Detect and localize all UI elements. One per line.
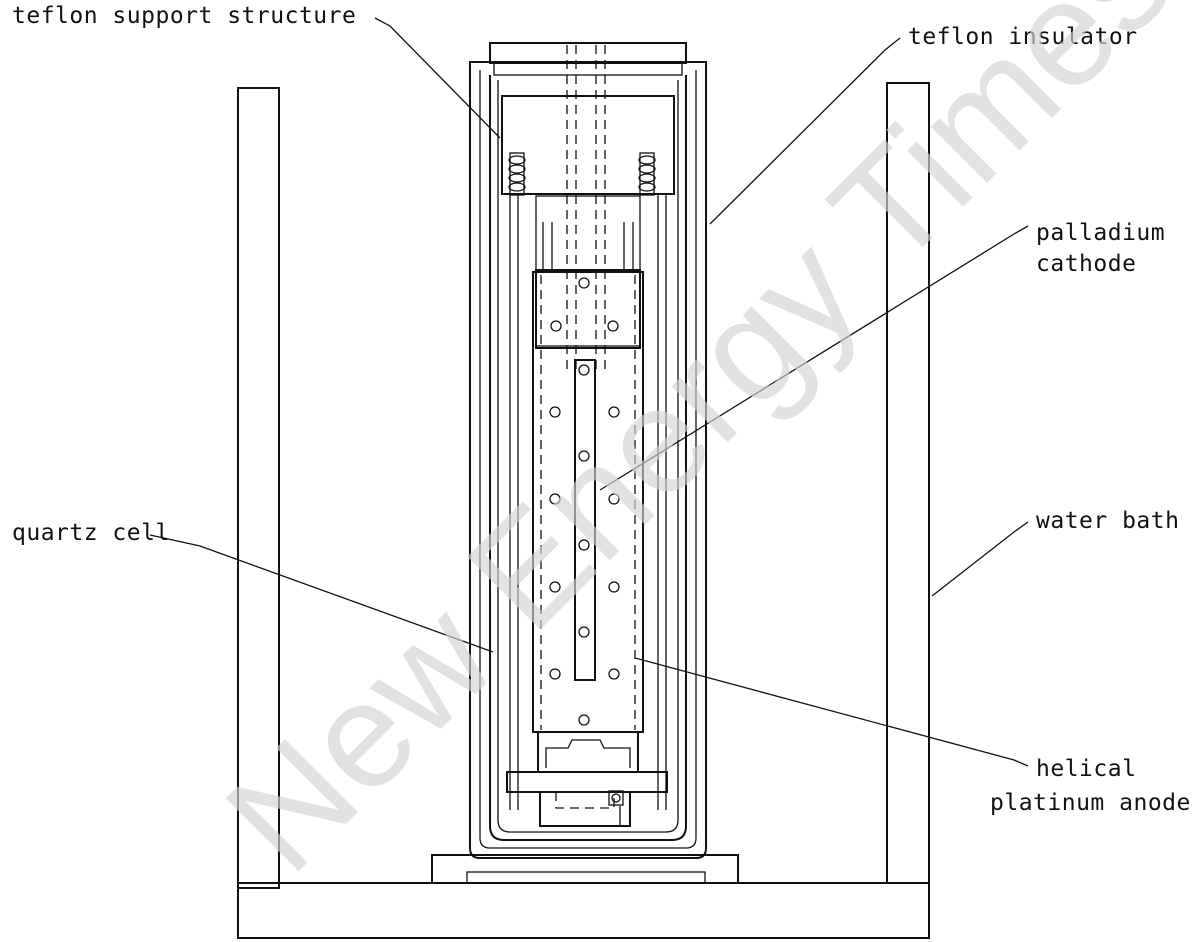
leader-anode	[634, 657, 1029, 767]
upper-bracket-block	[535, 269, 641, 349]
lower-plate	[506, 771, 668, 793]
base-stand	[431, 854, 739, 884]
leader-quartz-cell	[149, 534, 494, 653]
anode-connector	[608, 790, 624, 806]
cap-lower	[493, 62, 683, 76]
hole	[549, 668, 561, 680]
hole	[608, 493, 620, 505]
support-spring-left	[509, 152, 525, 196]
hole	[578, 450, 590, 462]
insulator-inner	[479, 70, 697, 849]
label-quartz-cell: quartz cell	[12, 520, 170, 546]
hole	[549, 581, 561, 593]
insulator-outer	[469, 61, 707, 859]
base-stand-block	[431, 854, 739, 884]
label-palladium-line2: cathode	[1036, 251, 1136, 277]
labels: teflon support structure teflon insulato…	[12, 3, 1191, 816]
hole	[578, 714, 590, 726]
feed-tube	[566, 45, 606, 372]
water-bath-floor	[237, 882, 930, 939]
hole	[608, 581, 620, 593]
hole	[608, 406, 620, 418]
leader-lines	[149, 17, 1029, 767]
palladium-cathode	[574, 359, 596, 681]
cage-holes	[549, 277, 620, 726]
support-spring-right	[639, 152, 655, 196]
hole	[578, 364, 590, 376]
support-top-block	[501, 95, 675, 195]
hole	[549, 406, 561, 418]
quartz-cell-inner	[497, 80, 679, 833]
leader-teflon-insulator	[709, 37, 901, 225]
water-bath-left-wall	[237, 87, 280, 889]
hole	[549, 493, 561, 505]
quartz-cell	[489, 75, 687, 841]
leader-palladium-cathode	[599, 225, 1029, 491]
hole	[607, 320, 619, 332]
label-teflon-insulator: teflon insulator	[908, 24, 1138, 50]
label-water-bath: water bath	[1036, 508, 1179, 534]
label-anode-line2: platinum anode	[990, 790, 1191, 816]
lower-fixture	[506, 731, 668, 827]
leader-water-bath	[931, 521, 1029, 597]
hole	[578, 277, 590, 289]
teflon-support-structure	[501, 95, 675, 810]
label-anode-line1: helical	[1036, 756, 1136, 782]
hole	[578, 626, 590, 638]
base-stand-plate	[466, 871, 706, 884]
top-cap	[489, 42, 687, 76]
quartz-cell-outer	[489, 75, 687, 841]
lower-fixture-block	[537, 731, 639, 773]
bottom-plug	[539, 791, 631, 827]
label-palladium-line1: palladium	[1036, 220, 1165, 246]
leader-teflon-support	[374, 17, 501, 139]
spring-coils	[508, 155, 656, 192]
hole	[578, 539, 590, 551]
hole	[550, 320, 562, 332]
hole	[608, 668, 620, 680]
cap-top	[489, 42, 687, 64]
water-bath	[237, 82, 930, 939]
teflon-insulator	[469, 61, 707, 859]
label-teflon-support: teflon support structure	[12, 3, 356, 29]
